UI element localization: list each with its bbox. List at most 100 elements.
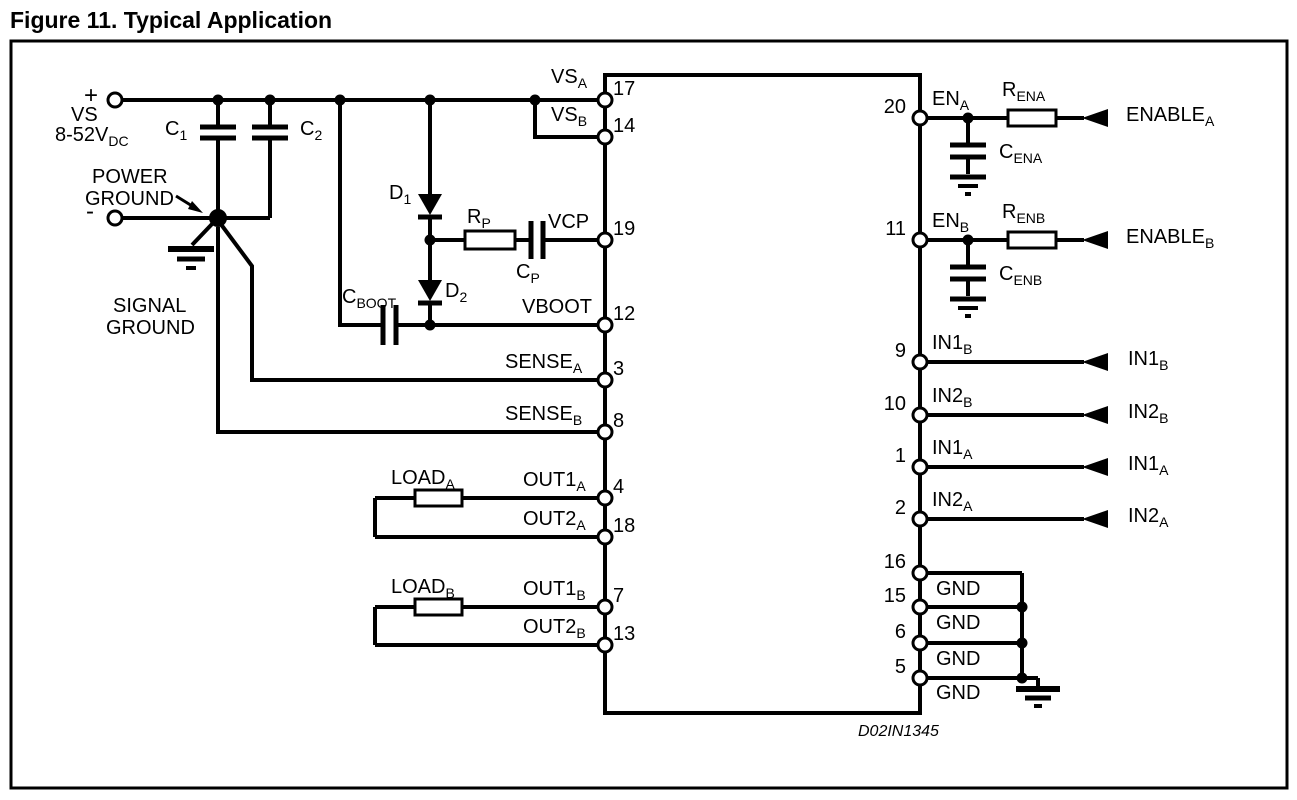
pin-number-1: 1 (894, 445, 906, 467)
r-enb-resistor (1006, 230, 1058, 250)
power-ground-arrow-icon (188, 201, 203, 213)
pin-number-15: 15 (883, 585, 906, 607)
pin-label-gnd-16: GND (936, 578, 981, 600)
pin-label-sense-b: SENSEB (505, 403, 583, 428)
in2-a-arrow-icon (1082, 510, 1108, 528)
pin-number-17: 17 (613, 78, 636, 100)
pin-label-gnd-15: GND (936, 612, 981, 634)
gnd-bus-wires (927, 571, 1040, 686)
arrowheads (188, 109, 1108, 528)
pin-number-5: 5 (894, 656, 906, 678)
cp-label: CP (516, 261, 540, 286)
pin-number-7: 7 (613, 585, 625, 607)
power-ground-label-1: POWER (92, 166, 168, 188)
signal-ground-label-1: SIGNAL (113, 295, 187, 317)
ic-body (603, 73, 922, 715)
ground-symbols (168, 174, 1060, 708)
pin-number-14: 14 (613, 115, 636, 137)
junction-dots (209, 94, 1028, 684)
pin-number-18: 18 (613, 515, 636, 537)
sense-b-wire (216, 227, 598, 434)
load-b-label: LOADB (391, 576, 455, 601)
pin-label-in2-b: IN2B (932, 385, 973, 410)
figure-title: Figure 11. Typical Application (10, 7, 333, 33)
cboot-capacitor (380, 305, 399, 345)
pin-label-out1-b: OUT1B (523, 578, 586, 603)
enable-b-arrow-icon (1082, 231, 1108, 249)
capacitor-plates (200, 124, 986, 345)
in1-b-arrow-icon (1082, 353, 1108, 371)
pin-number-16: 16 (883, 551, 906, 573)
vs-range-label: 8-52VDC (55, 124, 129, 149)
signal-label-in1-a: IN1A (1128, 453, 1169, 478)
c1-label: C1 (165, 118, 188, 143)
in1-a-arrow-icon (1082, 458, 1108, 476)
pin-label-vboot: VBOOT (522, 296, 593, 318)
load-b-wires (373, 605, 598, 647)
c-ena-label: CENA (999, 141, 1043, 166)
pin-number-19: 19 (613, 218, 636, 240)
c1-capacitor (200, 124, 236, 141)
load-a-label: LOADA (391, 467, 455, 492)
plus-sign: + (84, 82, 99, 109)
load-a-resistor (413, 488, 464, 508)
pin-label-out1-a: OUT1A (523, 469, 586, 494)
load-b-resistor (413, 597, 464, 617)
r-ena-resistor (1006, 108, 1058, 128)
pin-label-gnd-6: GND (936, 648, 981, 670)
power-ground-label-2: GROUND (85, 188, 174, 210)
pin-label-out2-a: OUT2A (523, 508, 586, 533)
cboot-label: CBOOT (342, 286, 397, 311)
pin-label-gnd-5: GND (936, 682, 981, 704)
signal-ground-label-2: GROUND (106, 317, 195, 339)
signal-label-enable-b: ENABLEB (1126, 226, 1215, 251)
r-ena-label: RENA (1002, 79, 1046, 104)
pin-label-in2-a: IN2A (932, 489, 973, 514)
cboot-branch-wire (338, 100, 381, 327)
signal-ground-lead (190, 221, 215, 247)
signal-label-in1-b: IN1B (1128, 348, 1169, 373)
d2-label: D2 (445, 280, 468, 305)
pin-label-out2-b: OUT2B (523, 616, 586, 641)
d1-diode (418, 194, 442, 215)
cp-capacitor (528, 221, 546, 259)
in2-b-arrow-icon (1082, 406, 1108, 424)
rp-resistor (463, 229, 517, 251)
r-enb-label: RENB (1002, 201, 1046, 226)
diodes (418, 194, 442, 306)
rp-label: RP (467, 206, 491, 231)
d2-diode (418, 280, 442, 301)
pin-label-en-a: ENA (932, 88, 970, 113)
pin-number-12: 12 (613, 303, 636, 325)
pin-label-en-b: ENB (932, 210, 970, 235)
pin-number-13: 13 (613, 623, 636, 645)
sense-a-wire (218, 221, 598, 382)
cenb-capacitor (950, 264, 986, 282)
pin-circles (106, 91, 929, 687)
pin-label-in1-b: IN1B (932, 332, 973, 357)
cena-capacitor (950, 142, 986, 160)
pin-label-vsb: VSB (551, 104, 588, 129)
input-wires (927, 360, 1084, 521)
load-a-wires (373, 496, 598, 539)
c-enb-label: CENB (999, 263, 1043, 288)
pin-label-sense-a: SENSEA (505, 351, 583, 376)
pin-number-3: 3 (613, 358, 625, 380)
signal-label-in2-a: IN2A (1128, 505, 1169, 530)
pin-number-6: 6 (894, 621, 906, 643)
signal-label-enable-a: ENABLEA (1126, 104, 1215, 129)
c2-capacitor (252, 124, 288, 141)
pin-number-4: 4 (613, 476, 625, 498)
pin-number-8: 8 (613, 410, 625, 432)
vs-supply-label: VS (71, 104, 98, 126)
resistors (413, 108, 1058, 617)
pin-number-9: 9 (894, 340, 906, 362)
pin-number-10: 10 (883, 393, 906, 415)
vsb-wire (533, 100, 598, 139)
plus-terminal (106, 91, 124, 109)
d1-label: D1 (389, 182, 412, 207)
pin-label-in1-a: IN1A (932, 437, 973, 462)
c2-label: C2 (300, 118, 323, 143)
